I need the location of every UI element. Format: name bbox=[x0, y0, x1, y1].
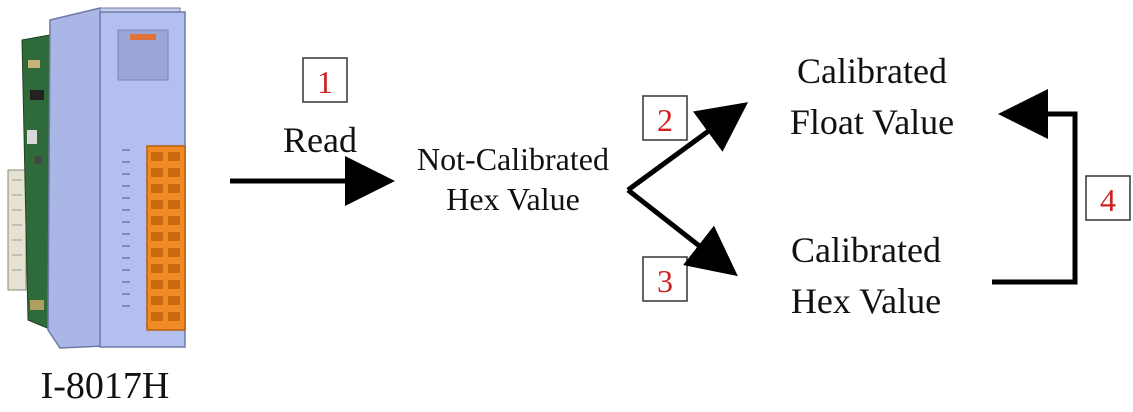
step-3-number: 3 bbox=[657, 263, 673, 299]
connector-pins bbox=[12, 179, 22, 271]
step-2-number: 2 bbox=[657, 102, 673, 138]
vent-slots bbox=[122, 149, 130, 307]
db-connector bbox=[7, 169, 27, 291]
pcb-components bbox=[27, 60, 44, 310]
step-4-box bbox=[1085, 175, 1131, 221]
step-3-box bbox=[642, 256, 688, 302]
calibrated-float-line2: Float Value bbox=[790, 102, 954, 142]
module-illustration bbox=[7, 7, 186, 349]
calibrated-hex-line1: Calibrated bbox=[791, 230, 941, 270]
status-led bbox=[130, 34, 156, 40]
terminal-screws bbox=[151, 152, 180, 321]
hex-to-float-arrow bbox=[992, 89, 1078, 285]
calibrated-float-line1: Calibrated bbox=[797, 51, 947, 91]
step-2-box bbox=[642, 95, 688, 141]
step-4-number: 4 bbox=[1100, 182, 1116, 218]
device-name: I-8017H bbox=[41, 365, 170, 407]
led-panel bbox=[117, 29, 169, 81]
step-1-number: 1 bbox=[317, 64, 333, 100]
calibrated-hex-line2: Hex Value bbox=[791, 281, 941, 321]
to-hex-arrow bbox=[626, 188, 738, 277]
step-1-box bbox=[302, 57, 348, 103]
to-float-arrow bbox=[626, 102, 749, 193]
not-calibrated-line2: Hex Value bbox=[446, 181, 580, 217]
not-calibrated-line1: Not-Calibrated bbox=[417, 141, 609, 177]
read-label: Read bbox=[283, 120, 357, 160]
